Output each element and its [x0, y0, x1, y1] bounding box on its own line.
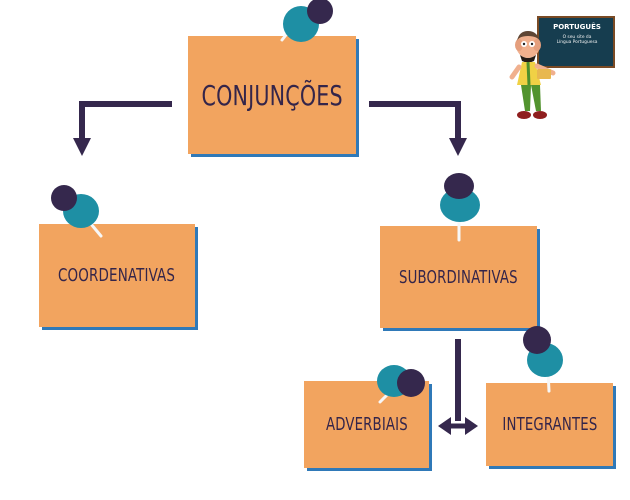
root-push-pin-icon — [280, 0, 333, 42]
coordenativas-label: COORDENATIVAS — [58, 265, 176, 286]
adverbiais-push-pin-icon — [377, 365, 425, 404]
adverbiais-label: ADVERBIAIS — [325, 414, 408, 435]
integrantes-push-pin-icon — [523, 326, 563, 393]
coordenativas-node: COORDENATIVAS — [39, 224, 195, 327]
chalkboard: PORTUGUÊS O seu site da Língua Portugues… — [537, 16, 615, 68]
integrantes-label: INTEGRANTES — [501, 414, 598, 435]
root-label: CONJUNÇÕES — [201, 78, 343, 112]
logo-subtitle-line-2: Língua Portuguesa — [556, 40, 598, 46]
right-branch-arrow-icon — [369, 101, 467, 156]
teacher-logo-icon — [509, 31, 556, 119]
logo-subtitle: O seu site da Língua Portuguesa — [548, 35, 606, 45]
subordinativas-push-pin-icon — [440, 173, 480, 242]
portugues-logo: PORTUGUÊS O seu site da Língua Portugues… — [507, 12, 619, 122]
subordinativas-label: SUBORDINATIVAS — [399, 266, 518, 288]
left-branch-arrow-icon — [73, 101, 172, 156]
subordinativas-stem-icon — [438, 339, 478, 435]
logo-subtitle-line-1: O seu site da — [562, 35, 592, 40]
logo-title: PORTUGUÊS — [553, 23, 601, 31]
root-node: CONJUNÇÕES — [188, 36, 356, 154]
integrantes-node: INTEGRANTES — [486, 383, 613, 466]
subordinativas-node: SUBORDINATIVAS — [380, 226, 537, 328]
coordenativas-push-pin-icon — [51, 185, 103, 238]
